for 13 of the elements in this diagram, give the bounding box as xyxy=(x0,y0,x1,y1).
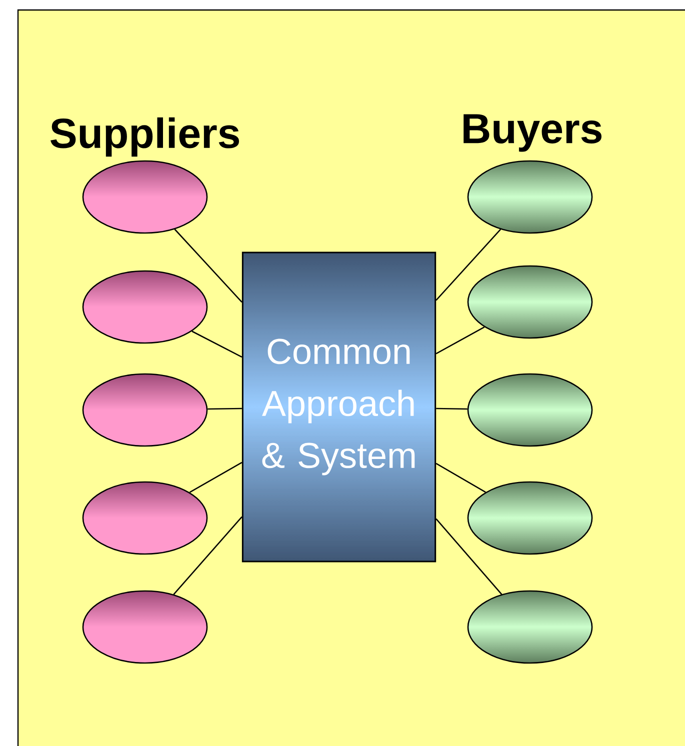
group-heading: Suppliers xyxy=(50,117,239,157)
connector-line xyxy=(436,228,502,301)
process-box: Common Approach & System xyxy=(242,252,436,562)
connector-line xyxy=(436,462,486,493)
connector-line xyxy=(208,408,242,410)
connector-line xyxy=(436,326,485,354)
connector-line xyxy=(192,330,242,358)
connector-line xyxy=(436,518,502,595)
connector-line xyxy=(173,516,242,595)
group-heading: Buyers xyxy=(464,114,602,152)
connector-line xyxy=(174,228,242,303)
connector-line xyxy=(436,408,468,410)
connector-line xyxy=(189,462,242,493)
